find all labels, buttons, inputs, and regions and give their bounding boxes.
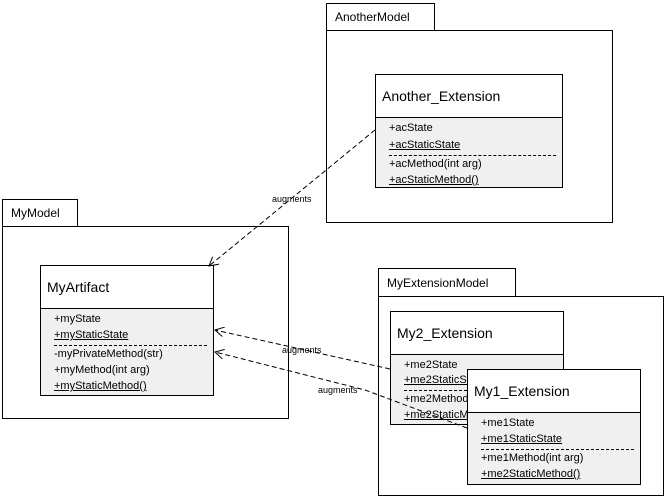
package-name-another-model: AnotherModel	[335, 10, 410, 24]
static-attribute: +myStaticState	[54, 329, 129, 341]
relation-label: augments	[318, 385, 358, 395]
package-name-my-model: MyModel	[11, 206, 60, 220]
class-name: My2_Extension	[391, 312, 563, 354]
relation-label: augments	[272, 194, 312, 204]
member-separator	[389, 155, 556, 156]
static-operation: +me2StaticMethod()	[404, 409, 504, 421]
class-another-extension[interactable]: Another_Extension +acState +acStaticStat…	[375, 74, 563, 188]
package-tab-my-model: MyModel	[2, 199, 78, 227]
package-name-my-extension-model: MyExtensionModel	[387, 275, 489, 290]
static-attribute: +me1StaticState	[481, 433, 563, 445]
attribute: +me2State	[404, 359, 458, 371]
relation-my2-to-artifact[interactable]: augments	[215, 330, 391, 370]
static-operation: +acStaticMethod()	[389, 174, 479, 186]
class-my1-extension[interactable]: My1_Extension +me1State +me1StaticState …	[467, 369, 641, 485]
attribute: +me1State	[481, 417, 535, 429]
relation-my1-to-artifact[interactable]: augments	[215, 352, 468, 429]
member-separator	[481, 449, 634, 450]
class-members: +myState +myStaticState -myPrivateMethod…	[41, 308, 213, 395]
package-another-model	[326, 30, 613, 223]
operation: +me1Method(int arg)	[481, 452, 584, 464]
static-attribute: +acStaticState	[389, 139, 461, 151]
static-attribute: +me2StaticState	[404, 374, 486, 386]
class-my-artifact[interactable]: MyArtifact +myState +myStaticState -myPr…	[40, 265, 214, 396]
operation: +acMethod(int arg)	[389, 158, 482, 170]
class-name: MyArtifact	[41, 266, 213, 308]
class-name: Another_Extension	[376, 75, 562, 117]
package-tab-another-model: AnotherModel	[326, 3, 435, 31]
class-members: +acState +acStaticState +acMethod(int ar…	[376, 117, 562, 187]
attribute: +acState	[389, 122, 433, 134]
attribute: +myState	[54, 313, 101, 325]
static-operation: +myStaticMethod()	[54, 380, 147, 392]
class-name: My1_Extension	[468, 370, 640, 412]
relation-label: augments	[282, 345, 322, 355]
member-separator	[54, 345, 207, 346]
operation: +me2Method(int arg)	[404, 393, 507, 405]
operation: -myPrivateMethod(str)	[54, 348, 163, 360]
static-operation: +me2StaticMethod()	[481, 468, 581, 480]
operation: +myMethod(int arg)	[54, 364, 150, 376]
relation-another-to-artifact[interactable]: augments	[209, 129, 376, 266]
class-members: +me1State +me1StaticState +me1Method(int…	[468, 412, 640, 484]
